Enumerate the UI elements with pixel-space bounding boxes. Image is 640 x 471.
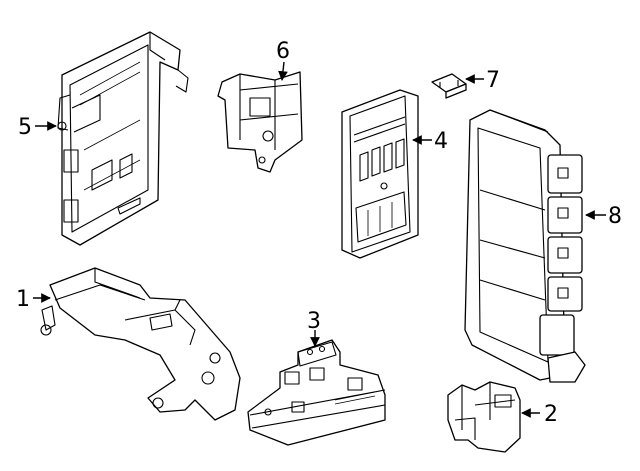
part-1-control-module[interactable] (40, 267, 241, 421)
part-8-junction-box[interactable] (464, 109, 586, 383)
part-7-fuse[interactable] (431, 73, 467, 99)
part-4-fuse-block[interactable] (341, 89, 419, 259)
leader-6 (278, 61, 288, 81)
part-2-connector-housing[interactable] (447, 381, 521, 453)
callout-2: 2 (544, 402, 558, 427)
callout-3: 3 (307, 309, 321, 334)
callout-6: 6 (276, 39, 290, 64)
part-5-body-control-module[interactable] (57, 31, 189, 246)
callout-labels: 1 2 3 4 5 6 7 8 (16, 39, 622, 427)
callout-1: 1 (16, 287, 30, 312)
callout-5: 5 (18, 115, 32, 140)
part-3-relay-module[interactable] (247, 339, 386, 446)
part-6-mounting-bracket[interactable] (217, 71, 303, 173)
leader-lines (33, 61, 606, 418)
callout-8: 8 (608, 204, 622, 229)
callout-7: 7 (486, 68, 500, 93)
callout-4: 4 (434, 129, 448, 154)
